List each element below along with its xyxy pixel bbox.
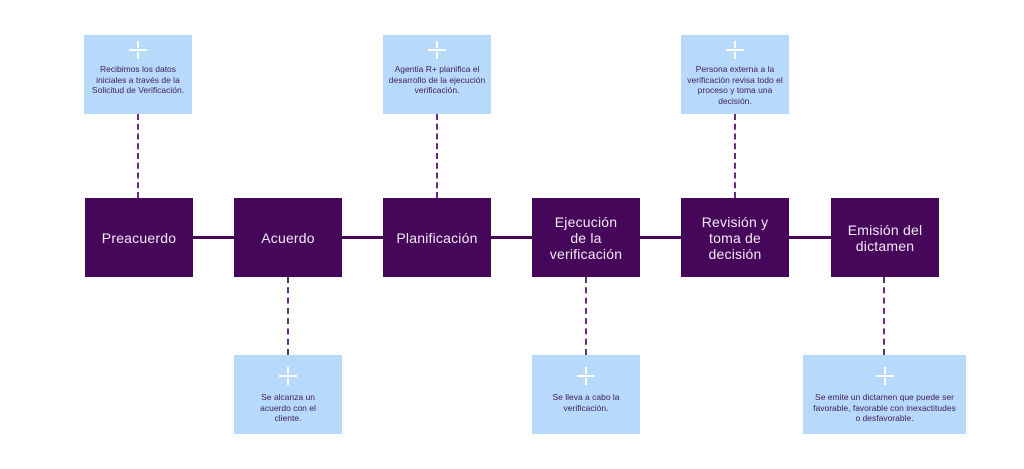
plus-icon — [875, 367, 894, 385]
note-preacuerdo: Recibimos los datos iniciales a través d… — [84, 35, 192, 114]
step-planificacion: Planificación — [383, 198, 491, 277]
plus-icon — [726, 41, 744, 59]
step-label: Acuerdo — [261, 229, 315, 246]
note-acuerdo: Se alcanza un acuerdo con el cliente. — [234, 355, 342, 434]
leader-line-2 — [287, 277, 289, 355]
step-label: Revisión y toma de decisión — [701, 213, 769, 262]
plus-icon — [129, 41, 147, 59]
step-label: Ejecución de la verificación — [549, 213, 623, 262]
leader-line-3 — [436, 114, 438, 198]
leader-line-1 — [137, 114, 139, 198]
step-ejecucion: Ejecución de la verificación — [532, 198, 640, 277]
connector-5-6 — [789, 236, 831, 239]
note-text: Agentia R+ planifica el desarrollo de la… — [388, 64, 486, 95]
step-label: Planificación — [396, 229, 478, 246]
note-text: Persona externa a la verificación revisa… — [687, 64, 783, 106]
connector-1-2 — [193, 236, 234, 239]
step-label: Preacuerdo — [101, 229, 177, 246]
plus-icon — [577, 367, 595, 385]
note-text: Se alcanza un acuerdo con el cliente. — [260, 392, 316, 423]
plus-icon — [279, 367, 297, 385]
note-text: Recibimos los datos iniciales a través d… — [91, 64, 185, 95]
step-acuerdo: Acuerdo — [234, 198, 342, 277]
note-text: Se emite un dictamen que puede ser favor… — [813, 392, 956, 423]
leader-line-4 — [585, 277, 587, 355]
leader-line-6 — [883, 277, 885, 355]
connector-2-3 — [342, 236, 383, 239]
step-label: Emisión del dictamen — [847, 221, 923, 254]
note-revision: Persona externa a la verificación revisa… — [681, 35, 789, 114]
note-ejecucion: Se lleva a cabo la verificación. — [532, 355, 640, 434]
note-emision: Se emite un dictamen que puede ser favor… — [803, 355, 966, 434]
step-revision: Revisión y toma de decisión — [681, 198, 789, 277]
note-planificacion: Agentia R+ planifica el desarrollo de la… — [383, 35, 491, 114]
note-text: Se lleva a cabo la verificación. — [552, 392, 620, 413]
plus-icon — [428, 41, 446, 59]
leader-line-5 — [734, 114, 736, 198]
connector-4-5 — [640, 236, 681, 239]
step-preacuerdo: Preacuerdo — [85, 198, 193, 277]
step-emision: Emisión del dictamen — [831, 198, 939, 277]
connector-3-4 — [491, 236, 532, 239]
